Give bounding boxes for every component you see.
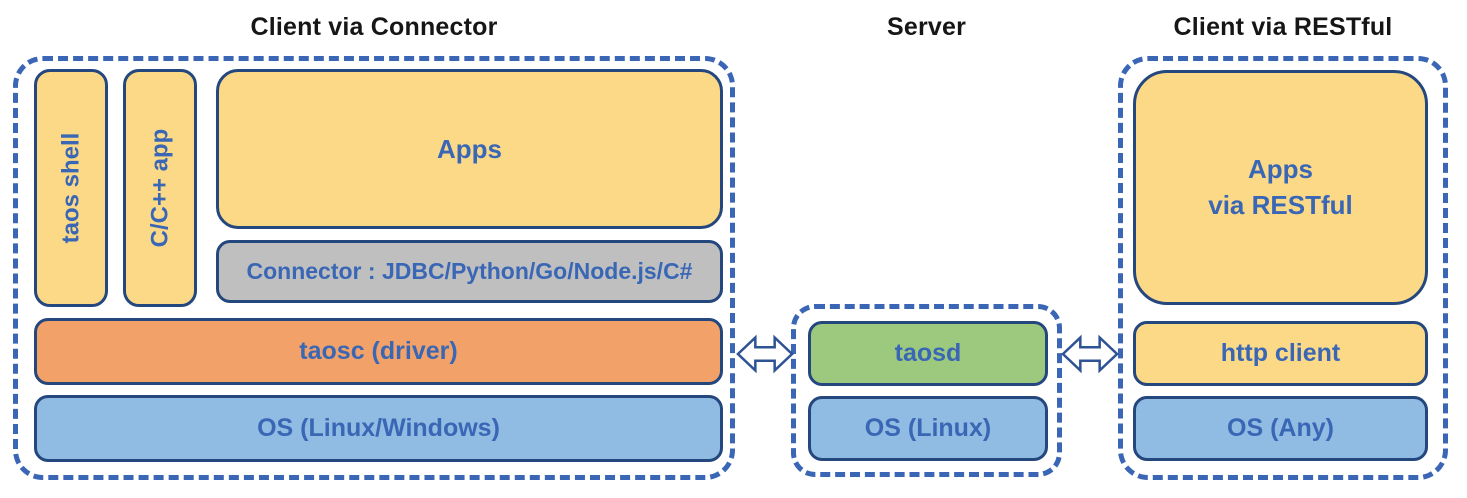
restful-client-group-outline [1118,56,1448,480]
connector-node: Connector : JDBC/Python/Go/Node.js/C# [216,240,723,303]
taos-shell-node: taos shell [34,69,108,307]
os-linux-node: OS (Linux) [808,396,1048,461]
taos-shell-label: taos shell [57,132,84,244]
taosc-driver-node: taosc (driver) [34,318,723,385]
bidirectional-arrow-icon [1061,334,1119,374]
taosd-node: taosd [808,321,1048,386]
http-client-node: http client [1133,321,1428,386]
bidirectional-arrow-icon [736,334,794,374]
cpp-app-node: C/C++ app [123,69,197,307]
section-title-client-via-restful: Client via RESTful [1173,13,1393,41]
section-title-server: Server [886,13,967,41]
server-group-outline [791,304,1062,477]
apps-via-restful-node: Apps via RESTful [1133,70,1428,305]
section-title-client-via-connector: Client via Connector [250,13,498,41]
cpp-app-label: C/C++ app [146,128,174,248]
apps-node: Apps [216,69,723,229]
os-linux-windows-node: OS (Linux/Windows) [34,395,723,462]
connector-client-group-outline [13,56,735,480]
os-any-node: OS (Any) [1133,396,1428,461]
